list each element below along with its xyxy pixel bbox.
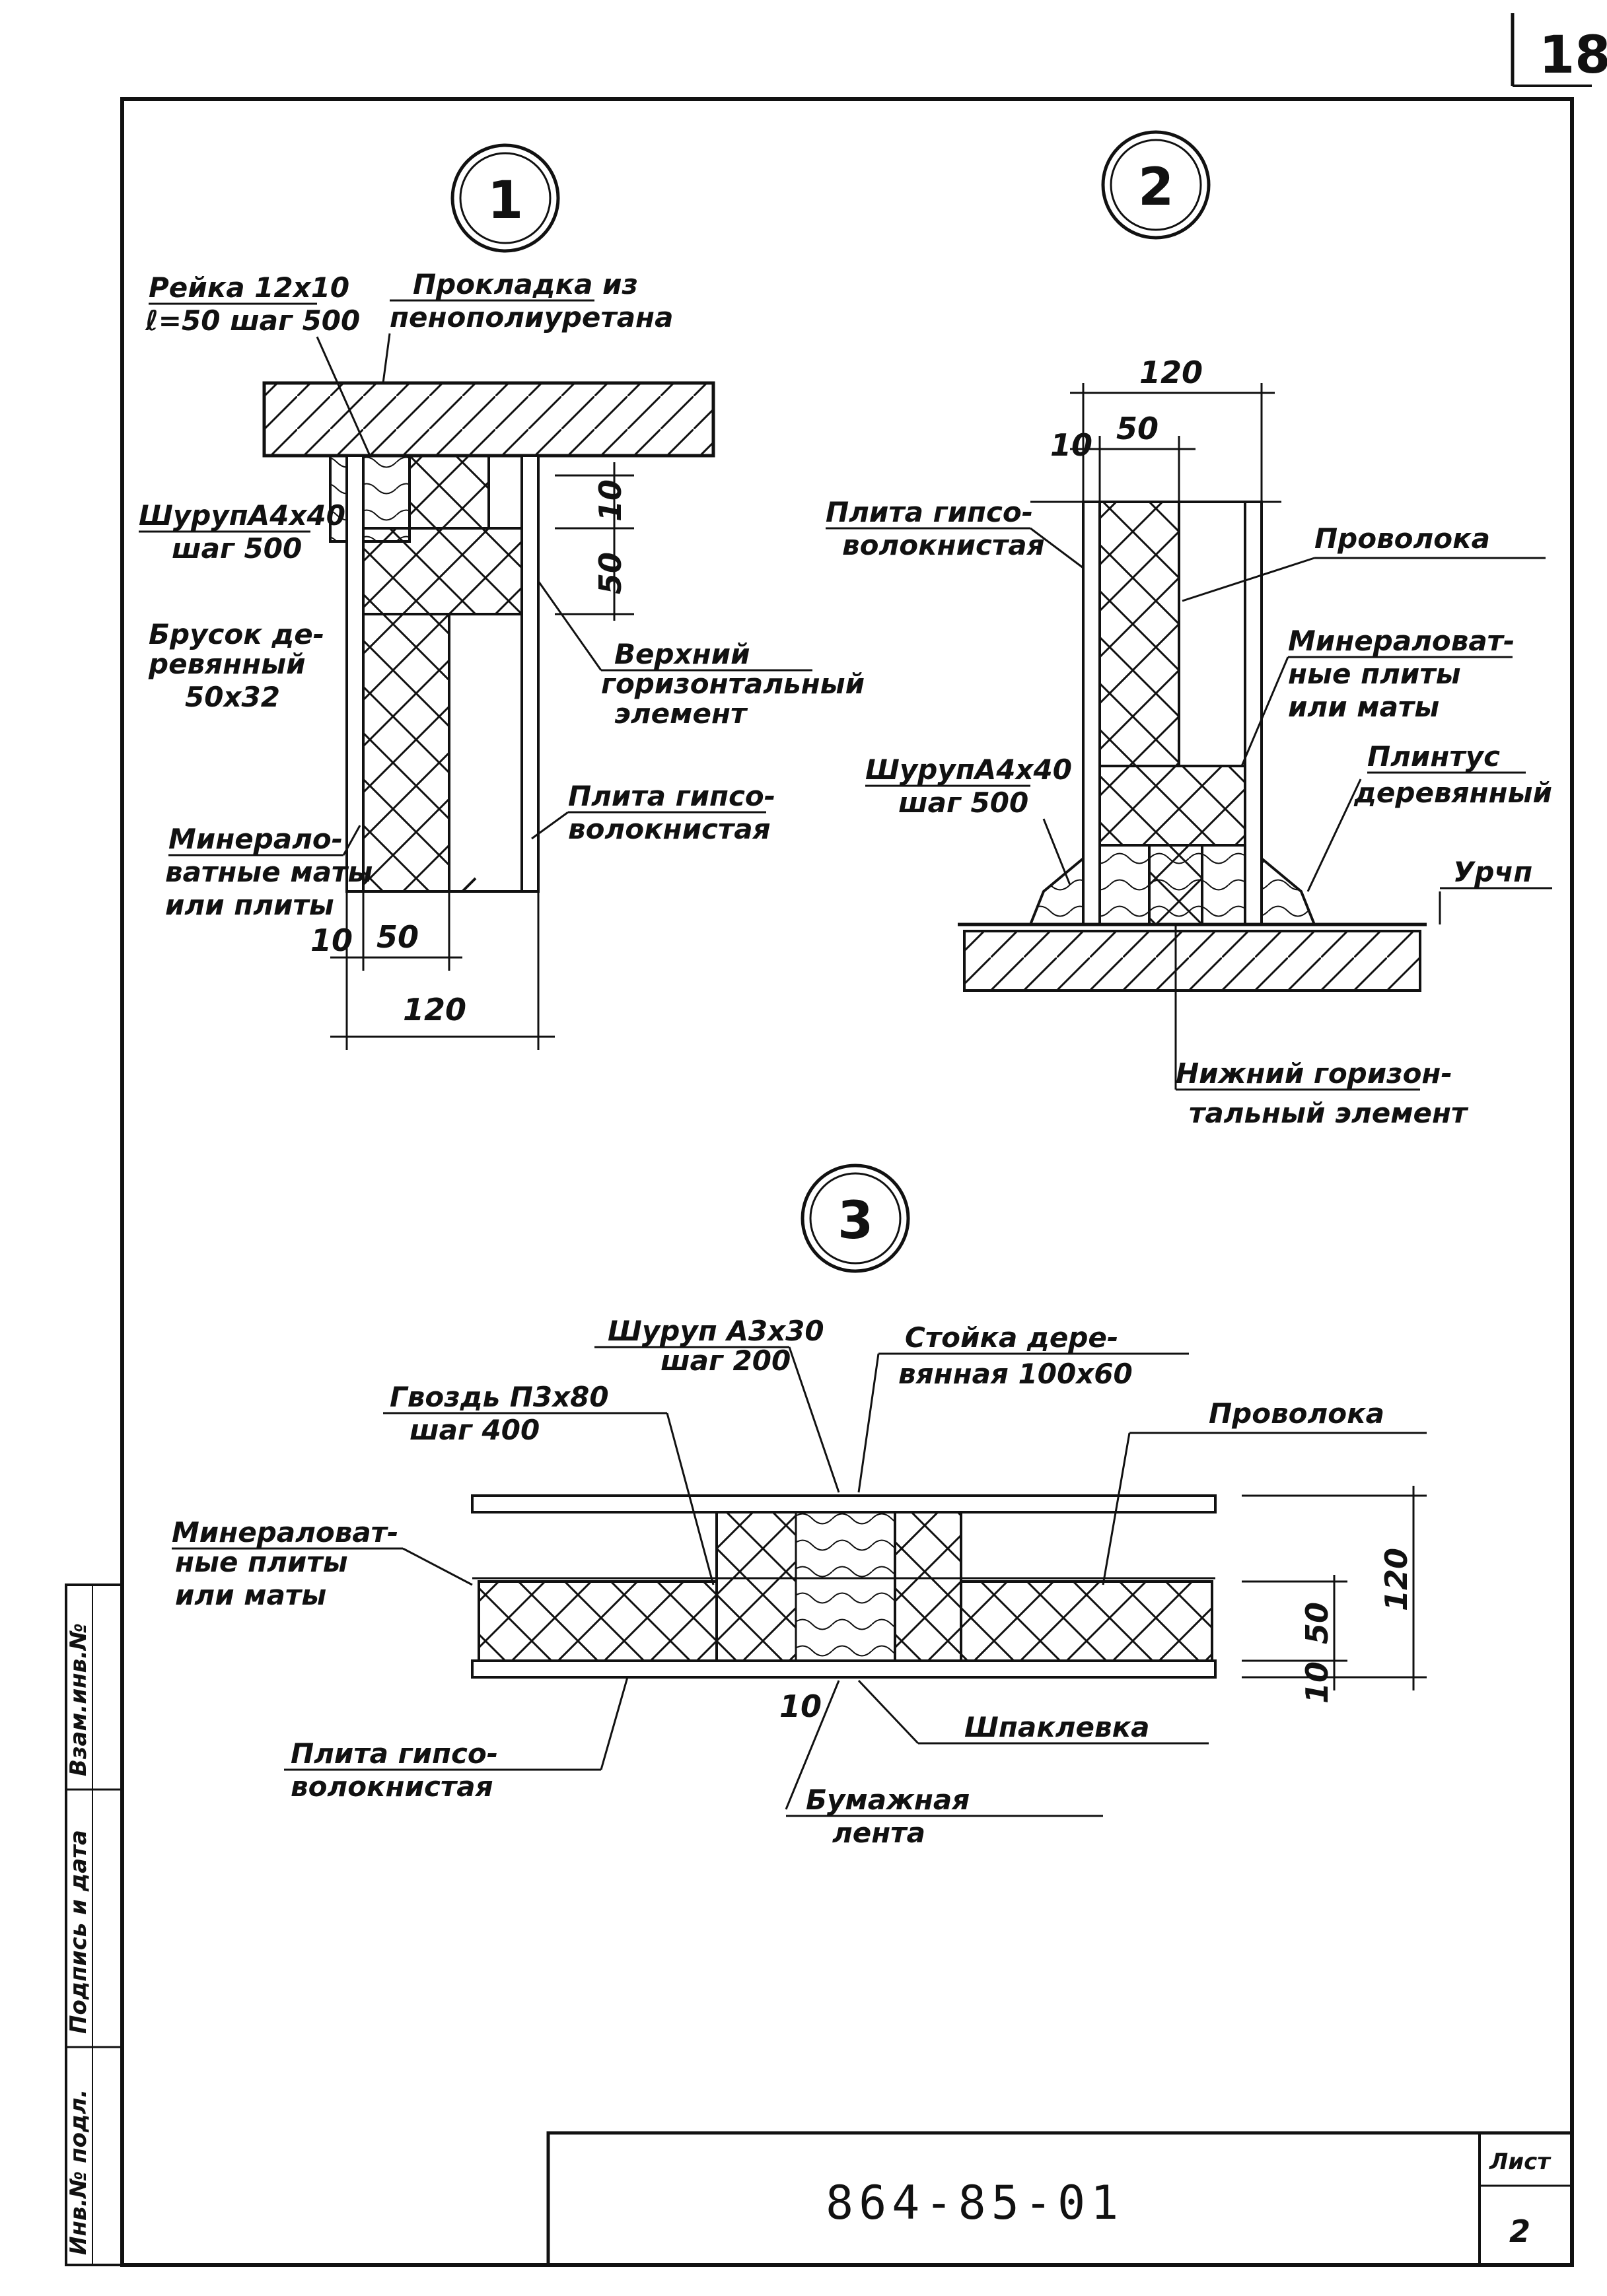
d2-level-label: Урчп <box>1453 856 1532 888</box>
d1-gasket-label-1: Прокладка из <box>413 268 638 300</box>
d1-wool-label-2: ватные маты <box>165 856 373 888</box>
side-stamp-col3: Инв.№ подл. <box>65 2089 92 2255</box>
d3-post-label-1: Стойка дере- <box>905 1321 1118 1354</box>
d1-upper-label-2: горизонтальный <box>601 668 865 700</box>
d2-board-label-1: Плита гипсо- <box>826 496 1033 528</box>
d2-plinth-left <box>1028 855 1085 926</box>
d3-board-top <box>471 1494 1217 1513</box>
d2-floor-slab <box>963 930 1421 992</box>
d1-dim-120: 120 <box>403 992 466 1027</box>
d2-wool-upper <box>1098 501 1180 767</box>
d2-wool-label-2: ные плиты <box>1288 658 1461 690</box>
d3-wool-label-2: ные плиты <box>175 1546 348 1578</box>
detail-1-marker-circle <box>450 143 560 253</box>
d3-tape-label-2: лента <box>832 1817 925 1849</box>
d2-board-label-2: волокнистая <box>842 529 1045 561</box>
side-stamp-col1: Взам.инв.№ <box>65 1623 92 1776</box>
d2-wool-label-1: Минераловат- <box>1288 625 1515 657</box>
drawing-code: 864-85-01 <box>826 2176 1124 2230</box>
d2-wool-lower <box>1098 765 1246 847</box>
d2-board-left <box>1082 501 1101 926</box>
d3-nail-label-1: Гвоздь П3х80 <box>390 1381 609 1413</box>
d3-screw-label-2: шаг 200 <box>661 1344 791 1377</box>
d2-screw-label-2: шаг 500 <box>898 786 1028 819</box>
d3-board-label-1: Плита гипсо- <box>291 1737 498 1770</box>
d1-board-label-1: Плита гипсо- <box>568 780 775 812</box>
d3-dim-10: 10 <box>1299 1661 1335 1704</box>
d1-bar-label-3: 50х32 <box>185 681 280 713</box>
d1-upper-label-3: элемент <box>614 697 748 730</box>
d3-board-bottom <box>471 1659 1217 1679</box>
d2-plinth-label-1: Плинтус <box>1367 740 1500 773</box>
d3-wire-label: Проволока <box>1209 1397 1384 1430</box>
d1-board-left <box>345 454 365 893</box>
detail-3-marker-circle <box>801 1164 910 1273</box>
d3-board-label-2: волокнистая <box>291 1770 493 1803</box>
d1-upper-label-1: Верхний <box>614 638 750 670</box>
d1-board-right <box>520 454 540 893</box>
page-number-box: 18 <box>1511 13 1607 87</box>
d2-lower-label-1: Нижний горизон- <box>1176 1057 1452 1090</box>
detail-1-marker: 1 <box>487 171 523 230</box>
d2-plinth-label-2: деревянный <box>1353 777 1552 809</box>
d3-dim-120: 120 <box>1378 1548 1414 1611</box>
detail-2-marker-circle <box>1101 130 1211 240</box>
d1-bar <box>448 613 523 893</box>
d3-post-label-2: вянная 100х60 <box>898 1358 1133 1390</box>
detail-3: 3 120 50 10 10 Шуруп А3х30 шаг 200 Стойк… <box>172 1164 1427 1849</box>
d1-ceiling-slab <box>262 381 715 458</box>
d1-upper-wool <box>349 527 523 615</box>
d1-dim-10: 10 <box>310 922 353 958</box>
d3-dim-10b: 10 <box>779 1688 822 1724</box>
d1-wall-wool <box>362 613 450 893</box>
side-stamp: Взам.инв.№ Подпись и дата Инв.№ подл. <box>65 1583 124 2266</box>
d2-screw-label-1: ШурупА4х40 <box>865 753 1072 786</box>
d3-putty-label: Шпаклевка <box>964 1711 1149 1743</box>
d3-wool-label-1: Минераловат- <box>172 1516 398 1548</box>
d1-rail-label-1: Рейка 12x10 <box>149 271 349 304</box>
d1-board-label-2: волокнистая <box>568 813 771 845</box>
d1-dim-50: 50 <box>376 919 419 955</box>
d3-tape-label-1: Бумажная <box>806 1784 970 1816</box>
detail-2-marker: 2 <box>1138 158 1174 217</box>
d1-wool-label-3: или плиты <box>165 889 334 921</box>
d1-screw-label-1: ШурупА4х40 <box>139 499 345 532</box>
d1-dim-50v: 50 <box>592 552 628 594</box>
d1-screw-label-2: шаг 500 <box>172 532 302 565</box>
d1-dim-10v: 10 <box>592 479 628 522</box>
d3-nail-label-2: шаг 400 <box>410 1414 540 1446</box>
d1-rail <box>408 454 490 530</box>
d2-lower-label-2: тальный элемент <box>1189 1097 1469 1129</box>
d1-rail-label-2: ℓ=50 шаг 500 <box>145 304 360 337</box>
d2-cavity <box>1178 501 1246 767</box>
d2-board-right <box>1244 501 1263 926</box>
d1-gasket-label-2: пенополиуретана <box>390 301 673 333</box>
detail-2: 2 120 10 50 Урчп Плита гипсо- волокниста… <box>826 130 1552 1129</box>
d1-wool-label-1: Минерало- <box>168 823 343 855</box>
d2-plinth-right <box>1260 855 1316 926</box>
detail-1: 1 10 50 10 50 120 Рейка 12x10 <box>139 143 865 1050</box>
d3-wool-label-3: или маты <box>175 1579 326 1611</box>
d2-dim-50: 50 <box>1116 411 1159 446</box>
title-block: 864-85-01 Лист 2 <box>546 2131 1574 2267</box>
d3-screw-label-1: Шуруп А3х30 <box>608 1315 824 1347</box>
d1-bar-label-2: ревянный <box>148 648 306 680</box>
d3-wool-right <box>960 1580 1213 1662</box>
d2-dim-120: 120 <box>1139 355 1203 390</box>
d1-bar-label-1: Брусок де- <box>149 618 324 650</box>
page-number: 18 <box>1539 26 1607 85</box>
d2-wire-label: Проволока <box>1314 522 1490 555</box>
d3-dim-50: 50 <box>1299 1602 1335 1644</box>
sheet-number: 2 <box>1509 2213 1530 2249</box>
sheet-label: Лист <box>1489 2149 1552 2175</box>
detail-3-marker: 3 <box>838 1191 873 1251</box>
side-stamp-col2: Подпись и дата <box>65 1830 92 2034</box>
d2-wool-label-3: или маты <box>1288 691 1439 723</box>
d3-wool-left <box>478 1580 718 1662</box>
d2-dim-10: 10 <box>1050 427 1092 463</box>
